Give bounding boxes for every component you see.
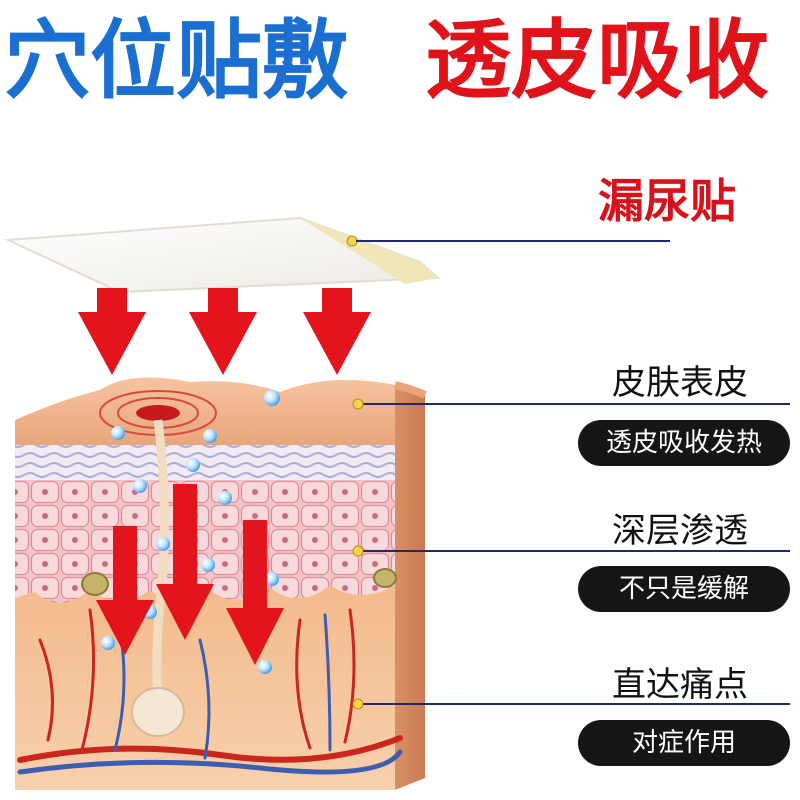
badge-deep: 不只是缓解 [578,566,790,612]
layer-title-target: 直达痛点 [612,665,748,705]
badge-epidermis: 透皮吸收发热 [578,420,790,466]
product-name: 漏尿贴 [598,174,736,228]
arrow-down-2 [189,288,257,375]
acupoint-target [99,390,217,436]
badge-target: 对症作用 [578,720,790,766]
headline-left: 穴位贴敷 [4,11,348,111]
pointer-dot-deep [352,545,364,557]
patch-sheet [4,216,441,294]
layer-title-epidermis: 皮肤表皮 [612,363,748,403]
skin-block-side [395,385,425,790]
leader-lines [356,240,790,705]
arrow-deep-2 [156,484,214,640]
pointer-dot-epidermis [352,398,364,410]
arrow-deep-3 [226,520,284,665]
sweat-gland [131,687,185,737]
headline-right: 透皮吸收 [425,11,769,111]
arrow-deep-1 [96,526,154,655]
blood-vessels [17,608,403,775]
arrow-down-1 [78,288,146,375]
layer-title-deep: 深层渗透 [612,511,748,551]
hair-follicle [152,419,170,701]
cell-layer [15,478,395,604]
pointer-dot-target [352,698,364,710]
stratum-layer [15,444,395,480]
arrow-down-3 [303,288,371,375]
epidermis-layer [15,377,395,445]
